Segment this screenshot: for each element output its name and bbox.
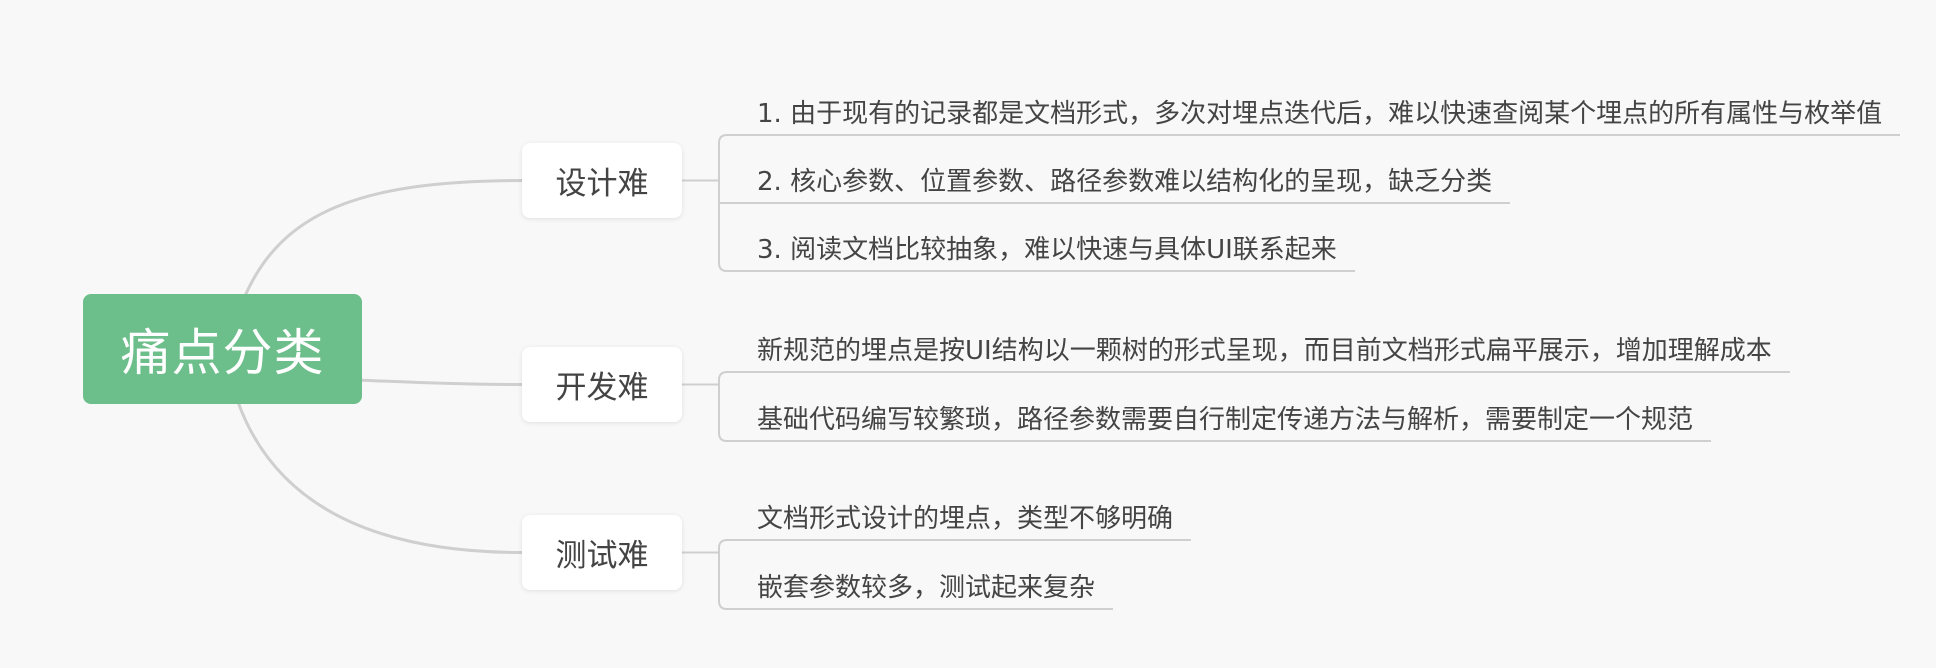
- subtopic-item[interactable]: 1. 由于现有的记录都是文档形式，多次对埋点迭代后，难以快速查阅某个埋点的所有属…: [727, 94, 1901, 136]
- bracket-development-subtopics: [718, 371, 728, 442]
- subtopic-item[interactable]: 嵌套参数较多，测试起来复杂: [727, 568, 1114, 610]
- subtopic-item[interactable]: 文档形式设计的埋点，类型不够明确: [727, 499, 1192, 541]
- root-topic-label: 痛点分类: [120, 324, 325, 382]
- branch-topic-design[interactable]: 设计难: [522, 143, 682, 218]
- root-topic[interactable]: 痛点分类: [83, 294, 362, 404]
- subtopic-item[interactable]: 3. 阅读文档比较抽象，难以快速与具体UI联系起来: [727, 230, 1355, 272]
- link-root-to-testing: [236, 400, 524, 554]
- branch-topic-label: 设计难: [555, 166, 649, 202]
- link-root-to-development: [353, 378, 524, 386]
- link-root-to-design: [243, 179, 524, 298]
- branch-topic-testing[interactable]: 测试难: [522, 515, 682, 590]
- bracket-testing-subtopics: [718, 539, 728, 610]
- subtopic-item[interactable]: 2. 核心参数、位置参数、路径参数难以结构化的呈现，缺乏分类: [727, 162, 1511, 204]
- branch-topic-label: 开发难: [555, 370, 649, 406]
- subtopic-item[interactable]: 新规范的埋点是按UI结构以一颗树的形式呈现，而目前文档形式扁平展示，增加理解成本: [727, 331, 1790, 373]
- branch-topic-label: 测试难: [555, 538, 649, 574]
- branch-topic-development[interactable]: 开发难: [522, 347, 682, 422]
- bracket-design-subtopics: [718, 134, 728, 272]
- subtopic-item[interactable]: 基础代码编写较繁琐，路径参数需要自行制定传递方法与解析，需要制定一个规范: [727, 400, 1712, 442]
